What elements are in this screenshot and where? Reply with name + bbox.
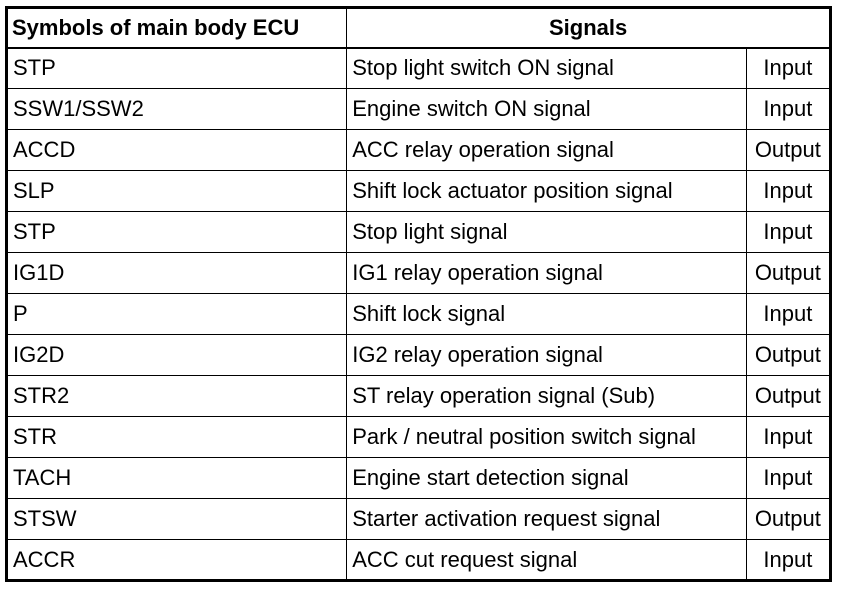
table-row: STSW Starter activation request signal O…	[5, 498, 832, 540]
cell-symbol: STR2	[5, 375, 348, 417]
table-row: P Shift lock signal Input	[5, 293, 832, 335]
cell-symbol: SLP	[5, 170, 348, 212]
cell-symbol: TACH	[5, 457, 348, 499]
cell-symbol: STR	[5, 416, 348, 458]
cell-symbol: STP	[5, 211, 348, 253]
cell-direction: Output	[745, 252, 832, 294]
cell-symbol: ACCR	[5, 539, 348, 581]
cell-symbol: STP	[5, 47, 348, 89]
cell-symbol: IG1D	[5, 252, 348, 294]
cell-symbol: STSW	[5, 498, 348, 540]
cell-direction: Input	[745, 47, 832, 89]
header-symbols: Symbols of main body ECU	[5, 7, 348, 49]
table-row: SLP Shift lock actuator position signal …	[5, 170, 832, 212]
cell-signal: Starter activation request signal	[346, 498, 747, 540]
cell-signal: IG2 relay operation signal	[346, 334, 747, 376]
cell-signal: ST relay operation signal (Sub)	[346, 375, 747, 417]
cell-symbol: IG2D	[5, 334, 348, 376]
cell-symbol: P	[5, 293, 348, 335]
cell-direction: Output	[745, 498, 832, 540]
cell-direction: Output	[745, 375, 832, 417]
cell-signal: Park / neutral position switch signal	[346, 416, 747, 458]
table-row: STR2 ST relay operation signal (Sub) Out…	[5, 375, 832, 417]
header-signals: Signals	[346, 7, 831, 49]
cell-direction: Input	[745, 88, 832, 130]
cell-direction: Output	[745, 129, 832, 171]
cell-signal: ACC relay operation signal	[346, 129, 747, 171]
table-row: TACH Engine start detection signal Input	[5, 457, 832, 499]
cell-signal: ACC cut request signal	[346, 539, 747, 581]
cell-direction: Input	[745, 170, 832, 212]
table-row: STP Stop light switch ON signal Input	[5, 47, 832, 89]
table-row: IG1D IG1 relay operation signal Output	[5, 252, 832, 294]
cell-symbol: ACCD	[5, 129, 348, 171]
cell-signal: Stop light switch ON signal	[346, 47, 747, 89]
table-header: Symbols of main body ECU Signals	[5, 7, 831, 49]
cell-signal: Engine start detection signal	[346, 457, 747, 499]
cell-signal: IG1 relay operation signal	[346, 252, 747, 294]
cell-direction: Output	[745, 334, 832, 376]
cell-direction: Input	[745, 211, 832, 253]
table-body: STP Stop light switch ON signal Input SS…	[5, 47, 832, 581]
table-row: SSW1/SSW2 Engine switch ON signal Input	[5, 88, 832, 130]
cell-signal: Stop light signal	[346, 211, 747, 253]
table-row: STR Park / neutral position switch signa…	[5, 416, 832, 458]
table-row: ACCD ACC relay operation signal Output	[5, 129, 832, 171]
cell-direction: Input	[745, 293, 832, 335]
ecu-signal-table: Symbols of main body ECU Signals STP Sto…	[5, 6, 832, 582]
table-row: STP Stop light signal Input	[5, 211, 832, 253]
cell-direction: Input	[745, 416, 832, 458]
cell-symbol: SSW1/SSW2	[5, 88, 348, 130]
cell-direction: Input	[745, 539, 832, 581]
cell-signal: Shift lock signal	[346, 293, 747, 335]
table-row: IG2D IG2 relay operation signal Output	[5, 334, 832, 376]
header-row: Symbols of main body ECU Signals	[5, 7, 831, 49]
table-row: ACCR ACC cut request signal Input	[5, 539, 832, 581]
cell-direction: Input	[745, 457, 832, 499]
cell-signal: Shift lock actuator position signal	[346, 170, 747, 212]
cell-signal: Engine switch ON signal	[346, 88, 747, 130]
